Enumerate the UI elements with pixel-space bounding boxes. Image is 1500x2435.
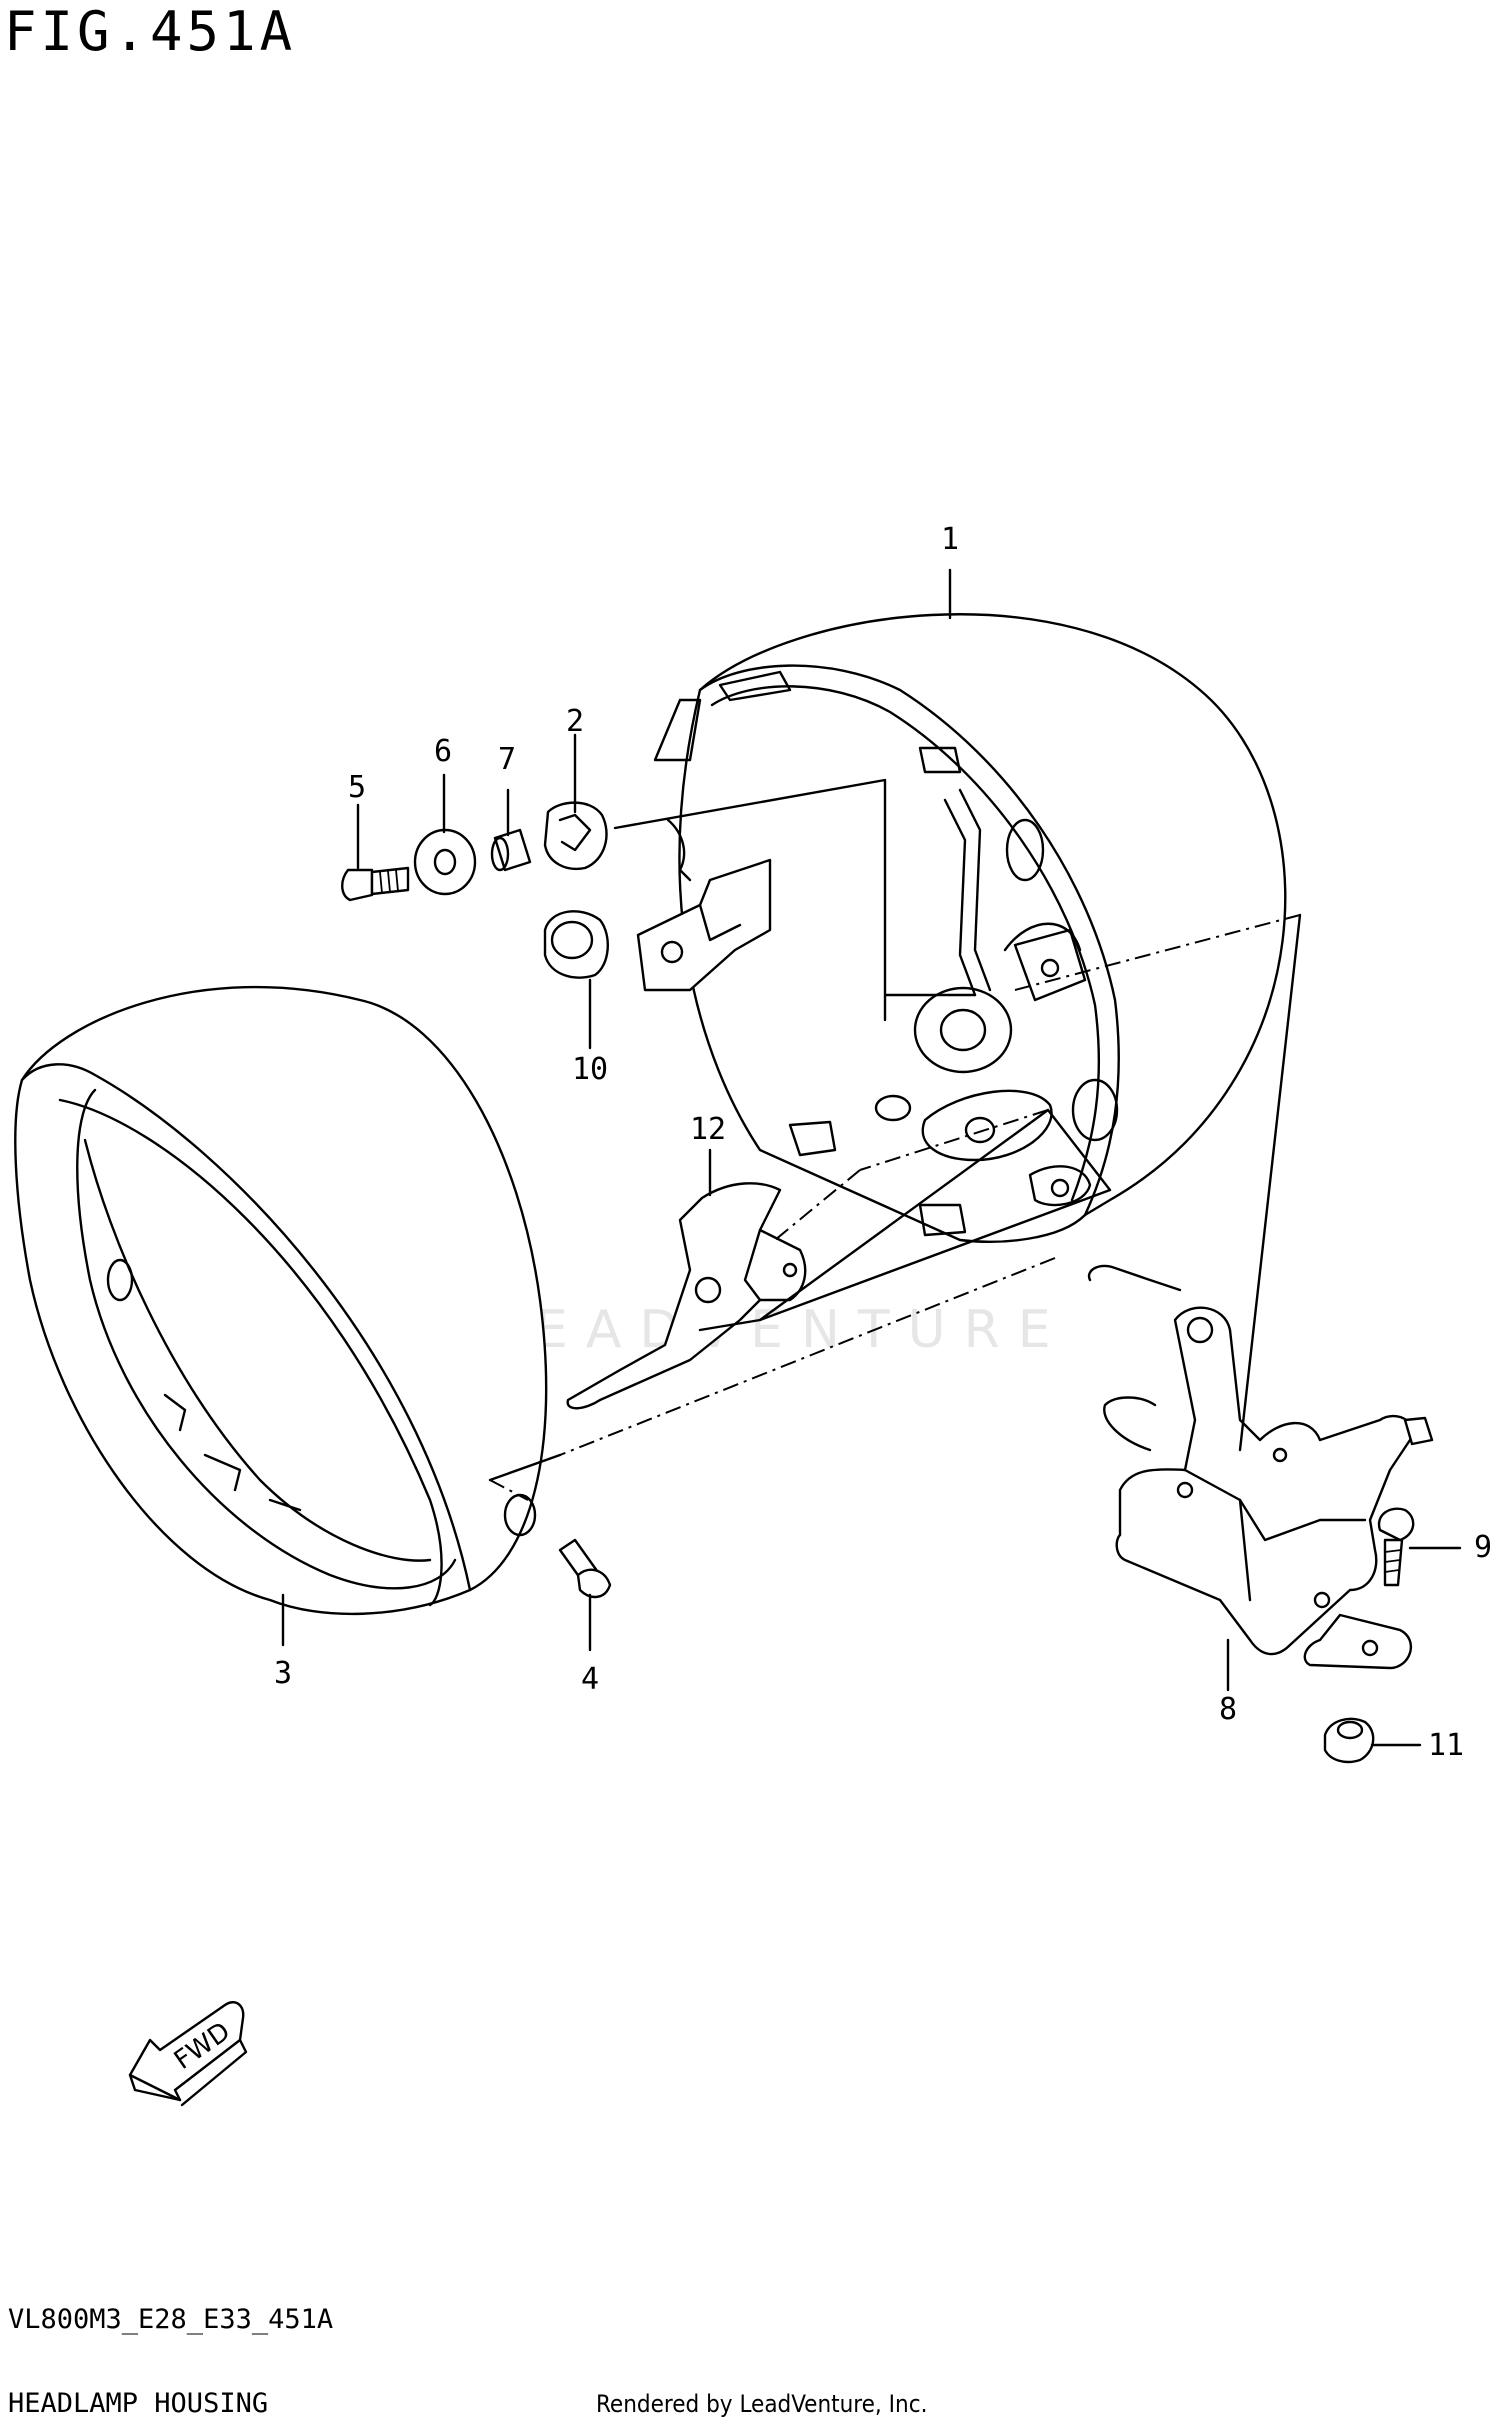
- page-title: FIG.451A: [4, 0, 297, 63]
- fwd-arrow: FWD: [128, 2001, 248, 2107]
- callout-10[interactable]: 10: [572, 1052, 609, 1087]
- figure-code: VL800M3_E28_E33_451A: [8, 2304, 334, 2335]
- figure-name: HEADLAMP HOUSING: [8, 2388, 269, 2419]
- part-11-nut[interactable]: [1323, 1717, 1375, 1764]
- callout-9[interactable]: 9: [1474, 1530, 1493, 1565]
- part-7-collar[interactable]: [490, 828, 532, 872]
- callout-5[interactable]: 5: [348, 770, 367, 805]
- callout-4[interactable]: 4: [581, 1662, 600, 1697]
- part-3-headlamp-rim[interactable]: [14, 985, 548, 1616]
- credit-text: Rendered by LeadVenture, Inc.: [596, 2390, 928, 2418]
- callout-12[interactable]: 12: [690, 1112, 727, 1147]
- part-5-bolt[interactable]: [341, 866, 410, 902]
- callout-11[interactable]: 11: [1428, 1728, 1465, 1763]
- callout-3[interactable]: 3: [274, 1656, 293, 1691]
- part-4-screw[interactable]: [558, 1538, 612, 1599]
- callout-7[interactable]: 7: [498, 742, 517, 777]
- part-1-headlamp-housing[interactable]: [653, 613, 1287, 1243]
- part-9-bolt[interactable]: [1377, 1507, 1415, 1587]
- callout-1[interactable]: 1: [941, 522, 960, 557]
- part-6-washer[interactable]: [413, 828, 477, 896]
- watermark-text: LEADVENTURE: [488, 1300, 1069, 1360]
- callout-6[interactable]: 6: [434, 734, 453, 769]
- callout-2[interactable]: 2: [566, 704, 585, 739]
- part-10-grommet[interactable]: [543, 910, 609, 979]
- part-12-bracket[interactable]: [566, 1182, 807, 1410]
- terminal-clip[interactable]: [636, 858, 772, 992]
- leader-lines: [281, 568, 1462, 1747]
- part-8-mounting-bracket[interactable]: [1087, 1264, 1434, 1670]
- callout-8[interactable]: 8: [1219, 1692, 1238, 1727]
- alignment-lines: [488, 778, 1302, 1501]
